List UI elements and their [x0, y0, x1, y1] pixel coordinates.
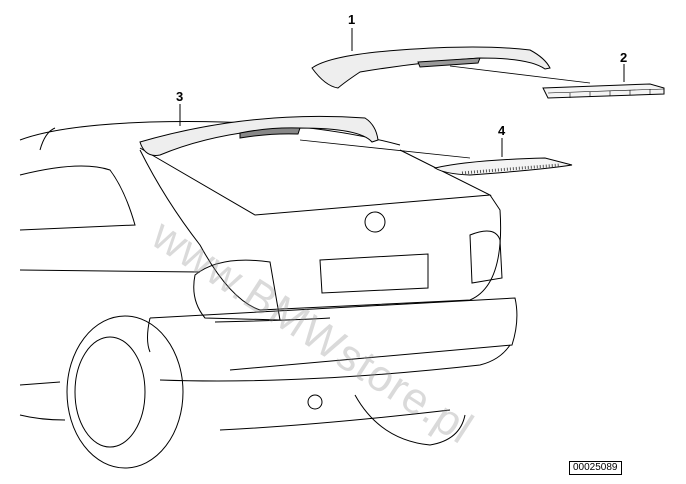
leader-lines — [179, 28, 625, 157]
callout-3[interactable]: 3 — [176, 89, 184, 104]
car-body — [19, 120, 518, 469]
callout-1[interactable]: 1 — [348, 12, 356, 27]
part-2-brake-light — [542, 83, 665, 99]
spoiler-1 — [311, 46, 591, 89]
callout-4[interactable]: 4 — [498, 123, 506, 138]
callout-2[interactable]: 2 — [620, 50, 628, 65]
spoiler-3-mounted — [139, 115, 379, 156]
part-4-lens — [299, 139, 573, 176]
drawing-code: 00025089 — [569, 461, 622, 475]
